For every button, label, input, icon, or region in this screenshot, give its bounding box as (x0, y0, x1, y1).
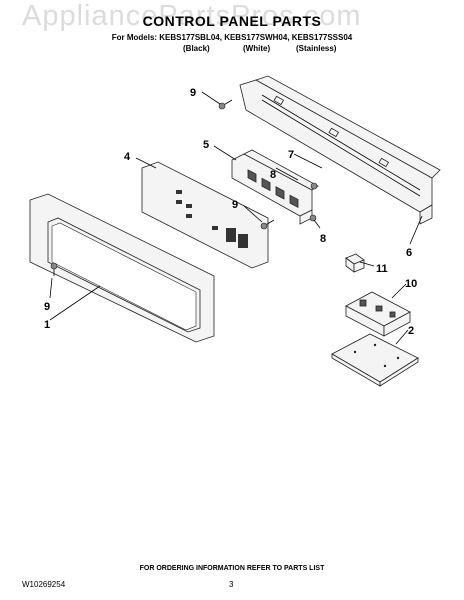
page-number: 3 (229, 580, 234, 589)
callout-6: 6 (406, 247, 412, 259)
screw-9b (260, 219, 275, 230)
color-label-black: (Black) (183, 44, 210, 53)
callout-7: 7 (288, 149, 294, 161)
part-2-cover (331, 333, 419, 387)
callout-2: 2 (408, 325, 414, 337)
callout-9b: 9 (232, 199, 238, 211)
screw-9a (218, 99, 233, 110)
document-number: W10269254 (22, 580, 66, 589)
ordering-note: FOR ORDERING INFORMATION REFER TO PARTS … (139, 565, 325, 572)
callout-5: 5 (203, 139, 209, 151)
callout-8a: 8 (270, 169, 276, 181)
models-line: For Models: KEBS177SBL04, KEBS177SWH04, … (111, 33, 353, 42)
screw-8a (310, 182, 318, 190)
callout-9a: 9 (190, 87, 196, 99)
color-label-stainless: (Stainless) (296, 44, 337, 53)
part-1-control-panel (29, 193, 215, 343)
part-11-connector (345, 253, 365, 273)
callout-4: 4 (124, 151, 131, 163)
callout-11: 11 (376, 263, 388, 275)
callout-8b: 8 (320, 233, 326, 245)
part-4-overlay (141, 161, 269, 269)
callout-9c: 9 (44, 301, 50, 313)
screw-9c (50, 262, 58, 276)
part-5-control-board (231, 149, 319, 225)
callout-1: 1 (44, 319, 50, 331)
part-10-relay-board (345, 291, 411, 337)
page-title: CONTROL PANEL PARTS (142, 13, 322, 29)
screw-8b (309, 214, 317, 222)
part-6-bracket (239, 75, 441, 225)
callout-10: 10 (405, 278, 417, 290)
color-label-white: (White) (243, 44, 271, 53)
